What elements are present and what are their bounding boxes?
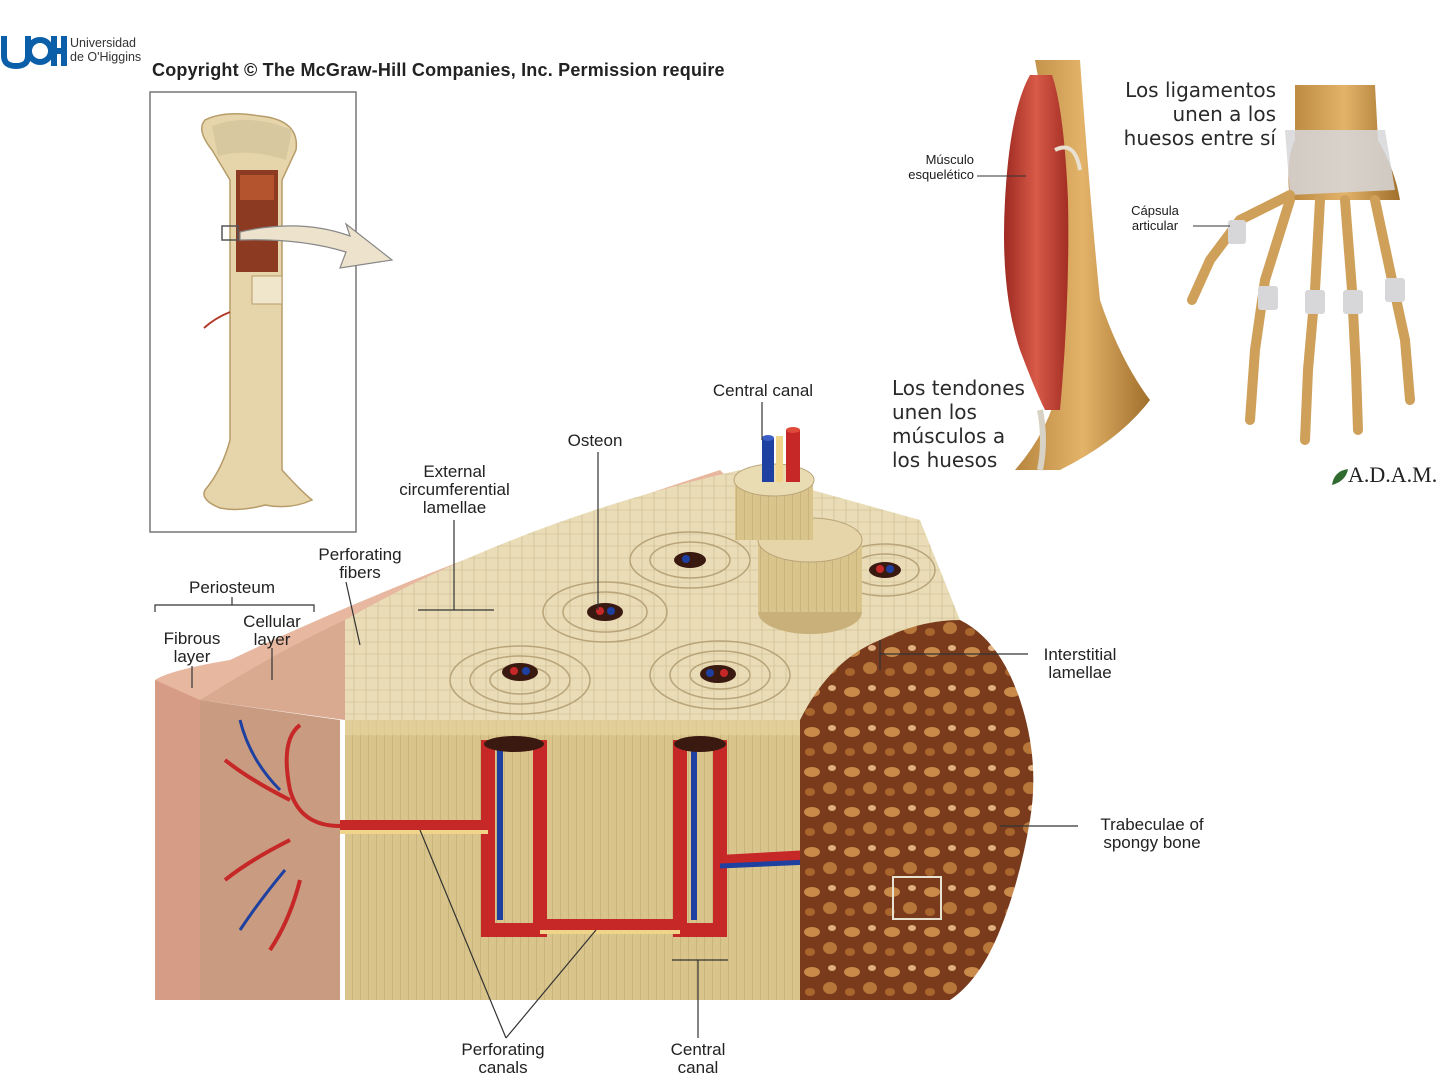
uoh-logo — [0, 30, 68, 70]
logo-text: Universidad de O'Higgins — [70, 36, 141, 64]
label-fibrous-layer: Fibrous layer — [163, 629, 221, 666]
adam-brand: A.D.A.M. — [1330, 462, 1438, 490]
logo-line-2: de O'Higgins — [70, 50, 142, 64]
leaf-icon — [1332, 469, 1348, 485]
arm-muscle-illustration — [977, 60, 1150, 471]
label-periosteum: Periosteum — [189, 578, 275, 597]
label-central-canal-bottom: Central canal — [670, 1040, 726, 1077]
label-perforating-canals: Perforating canals — [461, 1040, 545, 1077]
uoh-logo-mark-icon — [0, 36, 67, 70]
label-ligamentos: Los ligamentos unen a los huesos entre s… — [1123, 78, 1276, 150]
copyright-notice: Copyright © The McGraw-Hill Companies, I… — [152, 60, 725, 80]
label-capsula-articular: Cápsula articular — [1131, 203, 1179, 233]
zoom-arrow-icon — [239, 222, 394, 269]
long-bone-inset — [149, 91, 394, 533]
label-external-lamellae: External circumferential lamellae — [399, 462, 510, 517]
adam-brand-text: A.D.A.M. — [1348, 462, 1438, 487]
label-osteon: Osteon — [567, 431, 623, 450]
label-tendones: Los tendones unen los músculos a los hue… — [892, 376, 1025, 472]
label-musculo-esqueletico: Músculo esquelético — [908, 152, 974, 182]
label-perforating-fibers: Perforating fibers — [318, 545, 402, 582]
label-central-canal-top: Central canal — [712, 381, 814, 400]
label-trabeculae: Trabeculae of spongy bone — [1100, 815, 1204, 852]
hand-illustration — [1187, 85, 1415, 445]
label-interstitial-lamellae: Interstitial lamellae — [1043, 645, 1117, 682]
logo-line-1: Universidad — [70, 36, 137, 50]
label-cellular-layer: Cellular layer — [243, 612, 301, 649]
